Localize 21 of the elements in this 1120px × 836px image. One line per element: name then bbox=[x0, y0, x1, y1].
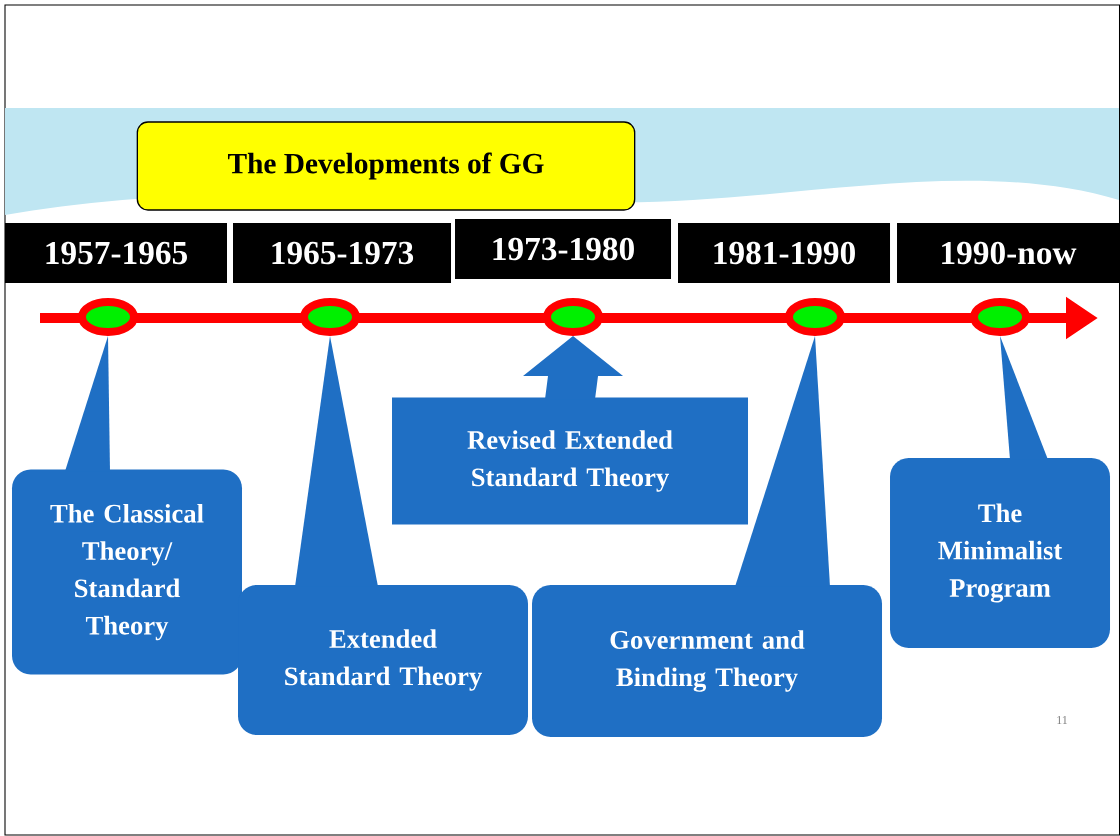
period-label: 1981-1990 bbox=[678, 223, 890, 283]
callout-box: The Classical Theory/ Standard Theory bbox=[12, 469, 242, 675]
block-arrow bbox=[523, 336, 623, 400]
callout-box: The Minimalist Program bbox=[890, 458, 1110, 648]
period-label: 1973-1980 bbox=[455, 219, 671, 279]
callout-tail bbox=[1000, 336, 1048, 460]
period-label: 1965-1973 bbox=[233, 223, 451, 283]
timeline-dot bbox=[785, 298, 845, 336]
node-label: Extended Standard Theory bbox=[285, 629, 482, 691]
period-label: 1957-1965 bbox=[5, 223, 227, 283]
timeline-dot bbox=[300, 298, 360, 336]
timeline-dot bbox=[543, 298, 603, 336]
period-label: 1990-now bbox=[897, 223, 1119, 283]
callout-tail bbox=[735, 336, 830, 587]
callout-tail bbox=[65, 336, 110, 472]
timeline-dot bbox=[78, 298, 138, 336]
callout-tail bbox=[295, 336, 378, 587]
page-number: 11 bbox=[1057, 716, 1068, 724]
timeline-dot bbox=[970, 298, 1030, 336]
callout-box: Revised Extended Standard Theory bbox=[392, 397, 748, 525]
title-banner: The Developments of GG bbox=[136, 121, 636, 211]
